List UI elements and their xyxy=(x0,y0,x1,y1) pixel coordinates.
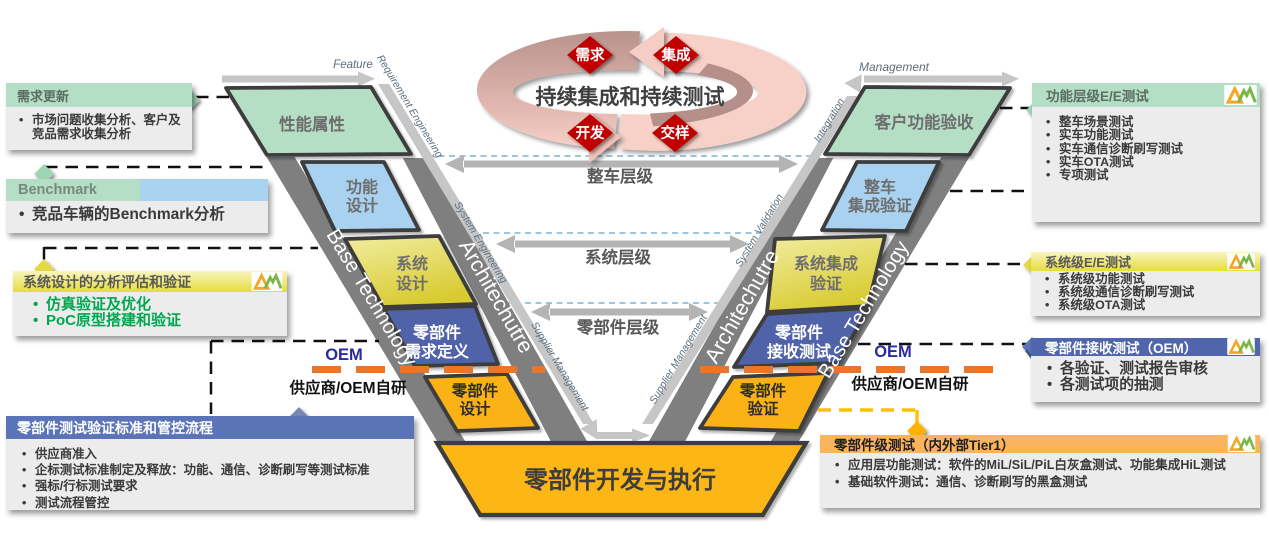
svg-text:OEM: OEM xyxy=(874,343,912,361)
svg-text:零部件: 零部件 xyxy=(412,323,461,342)
svg-text:集成: 集成 xyxy=(661,46,691,64)
svg-text:零部件: 零部件 xyxy=(739,381,787,400)
svg-text:系统: 系统 xyxy=(396,254,428,273)
svg-text:整车层级: 整车层级 xyxy=(587,166,654,186)
svg-text:系统层级: 系统层级 xyxy=(585,247,652,267)
svg-text:零部件: 零部件 xyxy=(451,381,499,400)
svg-text:零部件层级: 零部件层级 xyxy=(576,317,660,337)
svg-text:交样: 交样 xyxy=(661,124,690,142)
svg-text:OEM: OEM xyxy=(325,346,363,364)
svg-text:客户功能验收: 客户功能验收 xyxy=(874,112,975,132)
svg-text:开发: 开发 xyxy=(576,124,605,142)
svg-text:需求: 需求 xyxy=(576,46,605,64)
svg-text:接收测试: 接收测试 xyxy=(767,342,831,361)
svg-text:设计: 设计 xyxy=(396,274,428,293)
svg-text:Feature: Feature xyxy=(333,59,373,71)
svg-text:供应商/OEM自研: 供应商/OEM自研 xyxy=(288,378,407,397)
svg-text:需求定义: 需求定义 xyxy=(405,342,469,361)
svg-text:Management: Management xyxy=(859,60,930,74)
svg-text:零部件: 零部件 xyxy=(774,323,823,342)
svg-text:整车: 整车 xyxy=(863,177,896,196)
svg-text:性能属性: 性能属性 xyxy=(279,114,345,134)
svg-text:零部件开发与执行: 零部件开发与执行 xyxy=(523,466,716,494)
svg-text:验证: 验证 xyxy=(747,399,779,418)
svg-text:供应商/OEM自研: 供应商/OEM自研 xyxy=(850,374,969,393)
svg-text:持续集成和持续测试: 持续集成和持续测试 xyxy=(536,85,725,109)
svg-text:设计: 设计 xyxy=(459,399,491,418)
svg-text:验证: 验证 xyxy=(810,274,842,293)
svg-text:设计: 设计 xyxy=(346,196,378,215)
svg-text:功能: 功能 xyxy=(346,177,378,196)
svg-text:集成验证: 集成验证 xyxy=(847,196,912,215)
svg-text:系统集成: 系统集成 xyxy=(794,254,858,273)
